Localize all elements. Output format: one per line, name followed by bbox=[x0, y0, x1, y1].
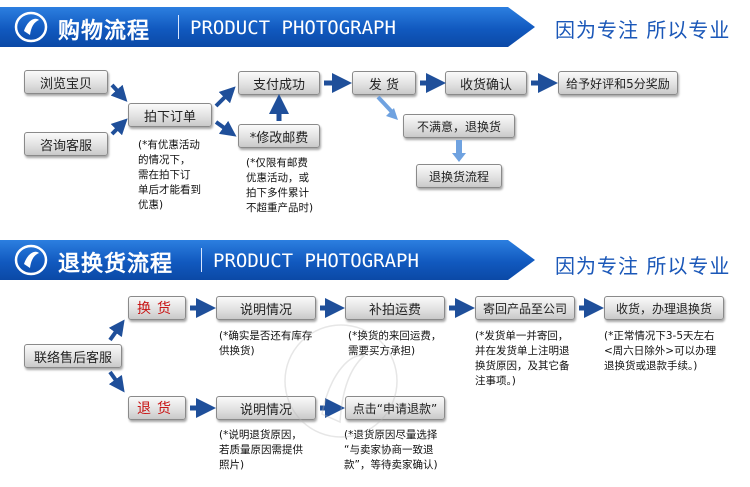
explain-note: (*确实是否还有库存 供换货) bbox=[219, 330, 313, 357]
section-title: 购物流程 bbox=[58, 19, 151, 44]
review-reward-box: 给予好评和5分奖励 bbox=[558, 71, 678, 95]
watermark-logo-icon bbox=[284, 324, 398, 438]
payment-success-box: 支付成功 bbox=[238, 71, 320, 95]
title-divider bbox=[178, 15, 179, 39]
browse-item-box: 浏览宝贝 bbox=[24, 70, 108, 94]
explain-refund-box: 说明情况 bbox=[216, 396, 316, 420]
pay-shipping-box: 补拍运费 bbox=[345, 296, 445, 320]
arrow-icon bbox=[376, 95, 394, 114]
order-note: (*有优惠活动 的情况下， 需在拍下订 单后才能看到 优惠) bbox=[138, 139, 201, 211]
arrow-icon bbox=[214, 120, 237, 137]
arrow-icon bbox=[110, 118, 128, 136]
banner-return-flow: 退换货流程 PRODUCT PHOTOGRAPH bbox=[0, 240, 535, 280]
receive-process-box: 收货，办理退换货 bbox=[604, 296, 724, 320]
modify-shipping-box: *修改邮费 bbox=[238, 124, 320, 148]
refund-box: 退货 bbox=[128, 396, 186, 420]
apply-refund-box: 点击“申请退款” bbox=[345, 396, 445, 420]
unsatisfied-return-box: 不满意，退换货 bbox=[403, 114, 515, 138]
apply-refund-note: (*退货原因尽量选择 “与卖家协商一致退 款”，等待卖家确认) bbox=[344, 429, 438, 471]
brand-logo-icon bbox=[14, 11, 48, 43]
contact-after-sales-box: 联络售后客服 bbox=[24, 344, 122, 368]
section-subtitle: PRODUCT PHOTOGRAPH bbox=[190, 17, 396, 39]
arrow-icon bbox=[108, 319, 125, 342]
arrow-icon bbox=[214, 86, 236, 108]
explain-refund-note: (*说明退货原因， 若质量原因需提供 照片) bbox=[219, 429, 303, 471]
shipping-note: (*换货的来回运费， 需要买方承担) bbox=[348, 330, 442, 357]
arrow-icon bbox=[110, 83, 128, 102]
explain-situation-box: 说明情况 bbox=[216, 296, 316, 320]
receive-note: (*正常情况下3-5天左右 <周六日除外>可以办理 退换货或退款手续。) bbox=[604, 330, 717, 372]
slogan: 因为专注 所以专业 bbox=[555, 18, 731, 42]
modify-shipping-note: (*仅限有邮费 优惠活动，或 拍下多件累计 不超重产品时) bbox=[246, 157, 314, 214]
send-back-box: 寄回产品至公司 bbox=[475, 296, 575, 320]
banner-shopping-flow: 购物流程 PRODUCT PHOTOGRAPH bbox=[0, 7, 535, 47]
ship-goods-box: 发 货 bbox=[352, 71, 416, 95]
slogan: 因为专注 所以专业 bbox=[555, 254, 731, 278]
section-subtitle: PRODUCT PHOTOGRAPH bbox=[213, 250, 419, 272]
confirm-receipt-box: 收货确认 bbox=[445, 71, 527, 95]
arrow-icon bbox=[108, 370, 125, 393]
section-title: 退换货流程 bbox=[58, 252, 174, 277]
exchange-box: 换货 bbox=[128, 296, 186, 320]
return-flow-link[interactable]: 退换货流程 bbox=[416, 164, 502, 188]
place-order-box: 拍下订单 bbox=[128, 103, 212, 127]
brand-logo-icon bbox=[14, 244, 48, 276]
consult-service-box: 咨询客服 bbox=[24, 132, 108, 156]
title-divider bbox=[201, 248, 202, 272]
send-back-note: (*发货单一并寄回， 并在发货单上注明退 换货原因，及其它备 注事项。) bbox=[475, 330, 570, 387]
